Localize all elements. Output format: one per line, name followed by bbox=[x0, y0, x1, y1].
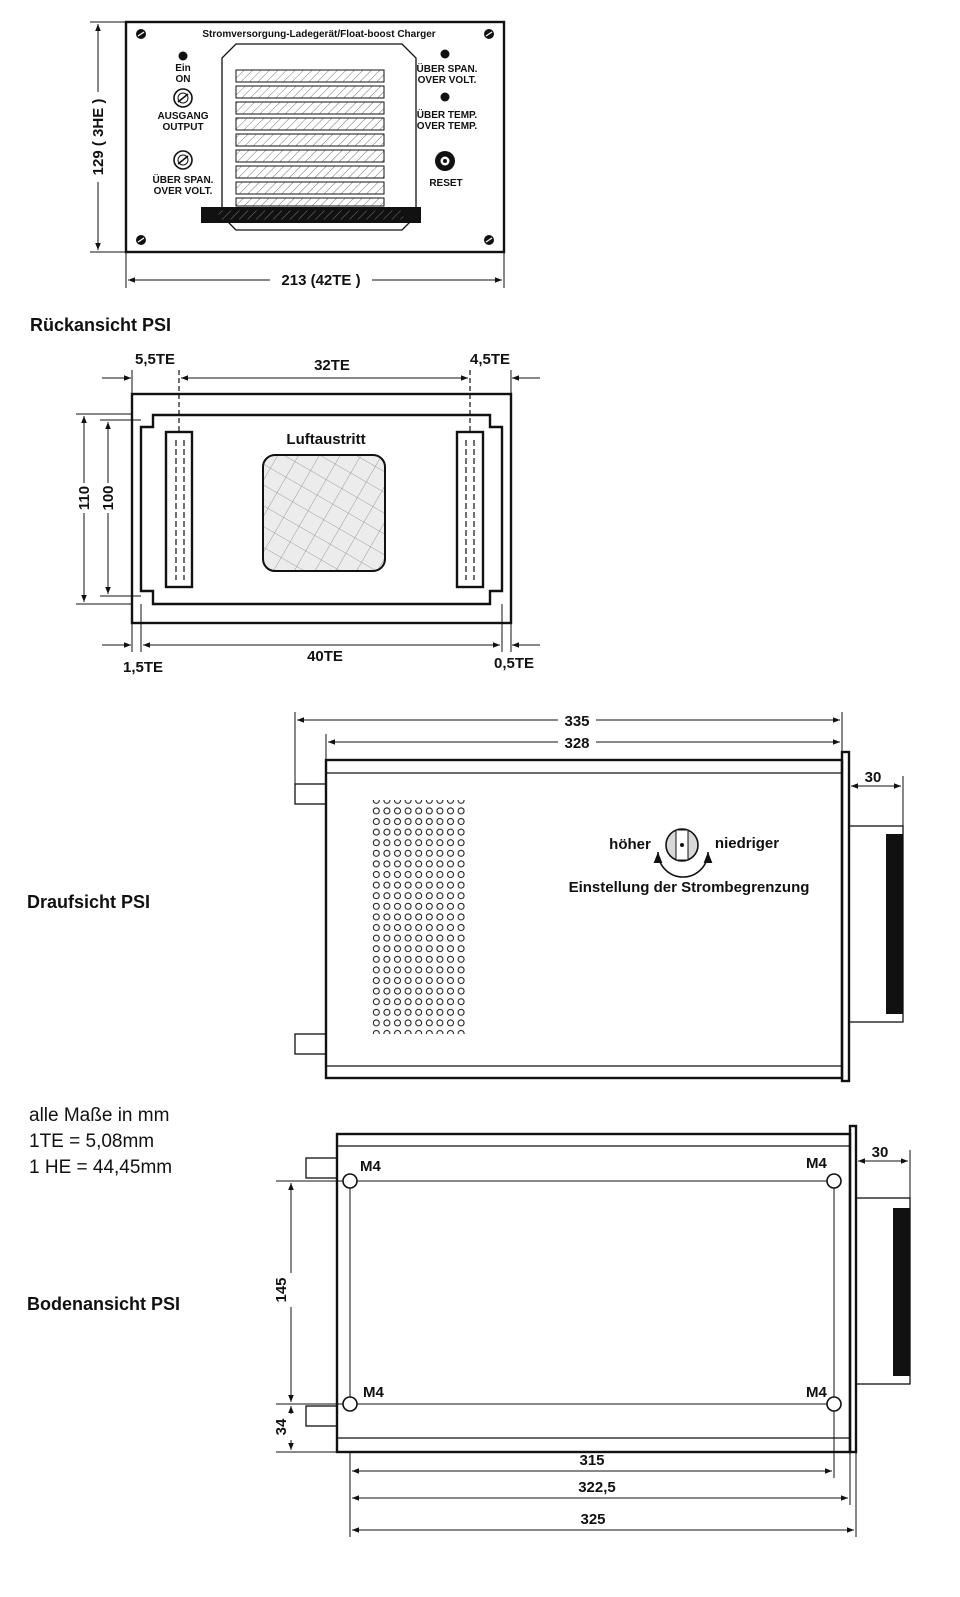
rear-dim-0-5: 0,5TE bbox=[494, 655, 534, 672]
on-label: ON bbox=[176, 74, 191, 85]
rear-dim-5-5: 5,5TE bbox=[135, 351, 175, 368]
rear-dim-110: 110 bbox=[76, 486, 93, 510]
m4-label-tl: M4 bbox=[360, 1158, 381, 1175]
output-label: OUTPUT bbox=[162, 122, 203, 133]
screw-icon bbox=[484, 235, 494, 245]
m4-hole-icon bbox=[342, 1396, 358, 1412]
left-connector bbox=[164, 430, 194, 589]
screw-icon bbox=[136, 235, 146, 245]
rear-dim-1-5: 1,5TE bbox=[123, 659, 163, 676]
bottom-view: Bodenansicht PSI M4 M4 M4 M4 30 145 bbox=[27, 1124, 911, 1537]
top-heading: Draufsicht PSI bbox=[27, 892, 150, 912]
bottom-dim-145: 145 bbox=[273, 1277, 290, 1302]
rear-dim-100: 100 bbox=[100, 485, 117, 510]
luftaustritt-label: Luftaustritt bbox=[286, 431, 365, 448]
heatsink-fins-side bbox=[893, 1208, 910, 1376]
top-dim-30: 30 bbox=[865, 769, 882, 786]
hoeher-label: höher bbox=[609, 836, 651, 853]
top-dim-328: 328 bbox=[564, 735, 589, 752]
bottom-dim-322-5: 322,5 bbox=[578, 1479, 616, 1496]
led-on-icon bbox=[178, 51, 188, 61]
rear-inner-frame bbox=[139, 413, 504, 606]
reset-button-icon[interactable] bbox=[435, 151, 455, 171]
heatsink-outline bbox=[221, 43, 417, 231]
note-te: 1TE = 5,08mm bbox=[29, 1131, 154, 1152]
rotation-arrow-icon bbox=[653, 851, 713, 878]
ueber-span-right-label: ÜBER SPAN. bbox=[417, 62, 478, 75]
ueber-temp-label: ÜBER TEMP. bbox=[417, 108, 478, 121]
front-title: Stromversorgung-Ladegerät/Float-boost Ch… bbox=[202, 29, 435, 40]
m4-hole-icon bbox=[342, 1173, 358, 1189]
front-panel bbox=[124, 20, 506, 254]
rear-connector-top bbox=[294, 783, 327, 805]
screw-icon bbox=[484, 29, 494, 39]
m4-label-bl: M4 bbox=[363, 1384, 384, 1401]
rear-dim-32: 32TE bbox=[314, 357, 350, 374]
rear-connector-bottom bbox=[305, 1405, 338, 1427]
rear-heading: Rückansicht PSI bbox=[30, 315, 171, 335]
bottom-dim-315: 315 bbox=[579, 1452, 604, 1469]
top-front-plate bbox=[840, 750, 851, 1083]
right-connector bbox=[455, 430, 485, 589]
heatsink-fins-side bbox=[886, 834, 903, 1014]
reset-label: RESET bbox=[429, 178, 462, 189]
rear-outer-frame bbox=[130, 392, 513, 625]
notes: alle Maße in mm 1TE = 5,08mm 1 HE = 44,4… bbox=[29, 1105, 172, 1178]
front-height-dim: 129 ( 3HE ) bbox=[90, 99, 107, 176]
over-volt-left-label: OVER VOLT. bbox=[154, 186, 213, 197]
bottom-dim-30: 30 bbox=[872, 1144, 889, 1161]
rear-view: Rückansicht PSI Luftaustritt 5,5TE 32TE … bbox=[30, 315, 540, 676]
heatsink-fins bbox=[235, 69, 385, 207]
m4-label-tr: M4 bbox=[806, 1155, 827, 1172]
note-units: alle Maße in mm bbox=[29, 1105, 169, 1126]
led-overtemp-icon bbox=[440, 92, 450, 102]
front-width-dim: 213 (42TE ) bbox=[281, 272, 360, 289]
bottom-heading: Bodenansicht PSI bbox=[27, 1294, 180, 1314]
bottom-dim-325: 325 bbox=[580, 1511, 605, 1528]
rear-dim-40: 40TE bbox=[307, 648, 343, 665]
front-view: Stromversorgung-Ladegerät/Float-boost Ch… bbox=[86, 20, 506, 290]
output-potentiometer-icon[interactable] bbox=[173, 88, 193, 108]
m4-label-br: M4 bbox=[806, 1384, 827, 1401]
rear-connector-top bbox=[305, 1157, 338, 1179]
over-volt-right-label: OVER VOLT. bbox=[418, 75, 477, 86]
rear-dim-4-5: 4,5TE bbox=[470, 351, 510, 368]
note-he: 1 HE = 44,45mm bbox=[29, 1157, 172, 1178]
m4-hole-icon bbox=[826, 1396, 842, 1412]
over-temp-label: OVER TEMP. bbox=[417, 121, 478, 132]
m4-hole-icon bbox=[826, 1173, 842, 1189]
overvolt-potentiometer-icon[interactable] bbox=[173, 150, 193, 170]
niedriger-label: niedriger bbox=[715, 835, 779, 852]
top-dim-335: 335 bbox=[564, 713, 589, 730]
ein-label: Ein bbox=[175, 63, 191, 74]
bottom-front-plate bbox=[848, 1124, 858, 1454]
einstellung-label: Einstellung der Strombegrenzung bbox=[569, 879, 810, 896]
heatsink-base-center bbox=[217, 209, 405, 221]
ueber-span-left-label: ÜBER SPAN. bbox=[153, 173, 214, 186]
top-view: Draufsicht PSI höher niedriger Einstellu… bbox=[27, 710, 904, 1083]
led-overvolt-icon bbox=[440, 49, 450, 59]
ventilation-holes bbox=[372, 800, 468, 1034]
screw-icon bbox=[136, 29, 146, 39]
ausgang-label: AUSGANG bbox=[157, 111, 208, 122]
bottom-dim-34: 34 bbox=[273, 1418, 290, 1435]
air-outlet-grille bbox=[262, 454, 386, 572]
rear-connector-bottom bbox=[294, 1033, 327, 1055]
